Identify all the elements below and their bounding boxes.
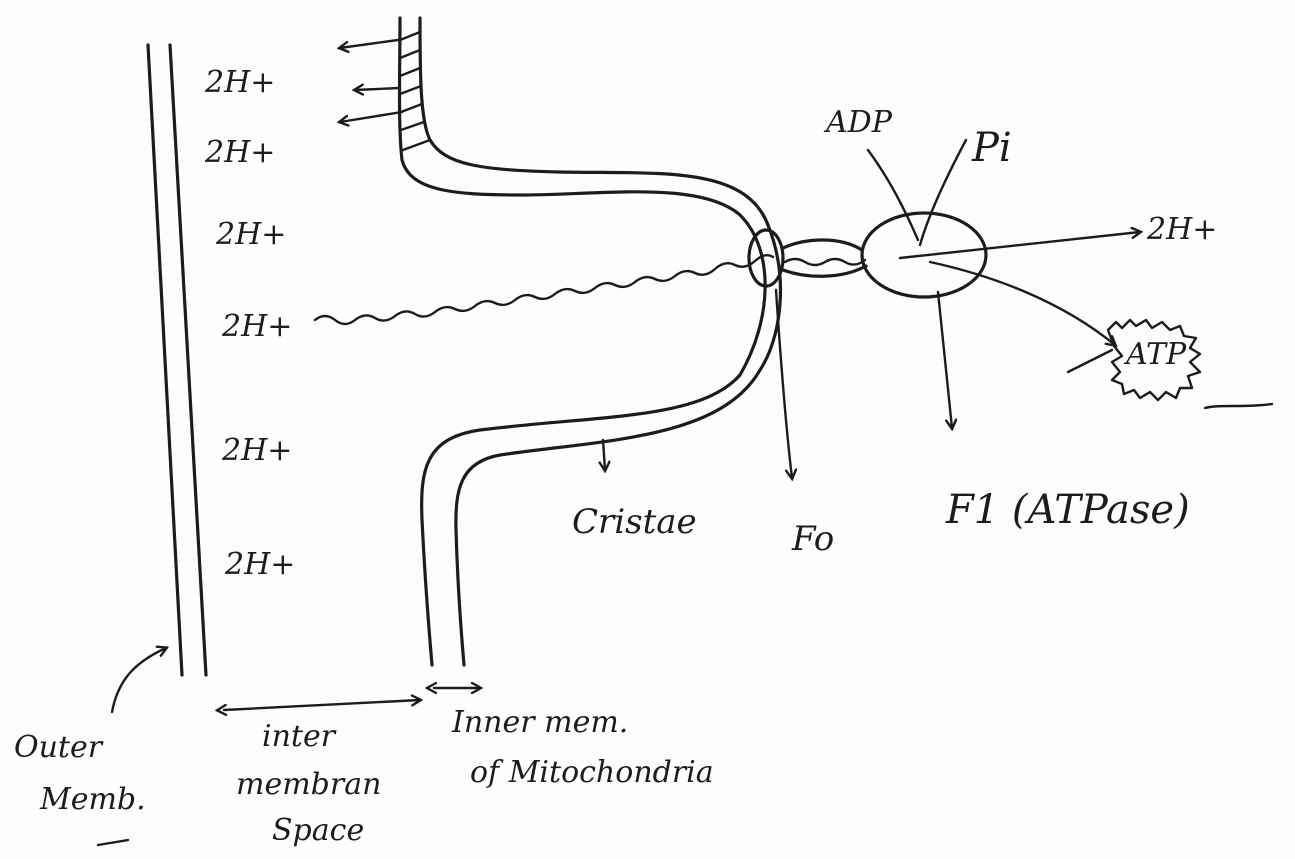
f1-pointer	[938, 292, 952, 428]
atp-label: ATP	[1126, 340, 1186, 370]
stalk-bottom	[783, 266, 866, 276]
proton-out-arrow	[900, 232, 1140, 258]
proton-flow-wavy-line	[315, 255, 773, 324]
proton-exit-arrow-1	[340, 40, 398, 48]
outer-memb-pointer	[112, 648, 166, 712]
atp-arrow	[930, 262, 1115, 345]
proton-label-5: 2H+	[222, 436, 292, 466]
atp-tail-left	[1068, 350, 1112, 372]
cristae-pointer	[603, 440, 605, 470]
proton-exit-arrow-2	[355, 88, 400, 90]
intermembrane-label-3: Space	[272, 816, 364, 846]
inner-membrane-inner-line	[420, 18, 780, 665]
inner-membrane-label-1: Inner mem.	[452, 708, 628, 738]
f1-label: F1 (ATPase)	[946, 490, 1190, 530]
proton-label-4: 2H+	[222, 312, 292, 342]
outer-memb-underline	[98, 840, 128, 845]
atp-tail-right	[1205, 404, 1272, 408]
intermembrane-label-2: membran	[236, 770, 381, 800]
pi-line	[920, 140, 966, 245]
inner-membrane-label-2: of Mitochondria	[470, 758, 714, 788]
stalk-wave	[785, 259, 865, 265]
pi-label: Pi	[972, 128, 1012, 168]
stalk-top	[783, 240, 862, 250]
adp-line	[868, 150, 918, 240]
cristae-label: Cristae	[572, 505, 697, 539]
proton-label-1: 2H+	[205, 68, 275, 98]
adp-label: ADP	[826, 108, 892, 138]
proton-label-right: 2H+	[1147, 215, 1217, 245]
fo-label: Fo	[792, 522, 834, 556]
inner-membrane-outer-line	[400, 18, 766, 665]
outer-memb-label-1: Outer	[14, 733, 102, 763]
outer-memb-label-2: Memb.	[40, 785, 146, 815]
proton-label-3: 2H+	[216, 220, 286, 250]
proton-exit-arrow-3	[340, 112, 402, 122]
proton-label-6: 2H+	[225, 550, 295, 580]
intermembrane-label-1: inter	[262, 722, 335, 752]
proton-label-2: 2H+	[205, 138, 275, 168]
fo-pointer	[776, 290, 792, 478]
intermembrane-space-span	[224, 700, 420, 710]
